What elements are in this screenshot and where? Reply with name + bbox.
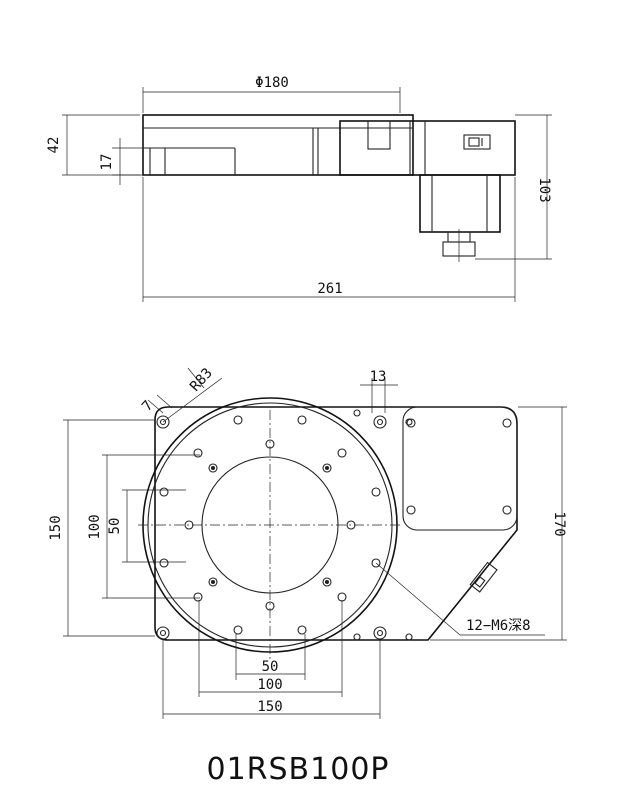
dim-height-42-label: 42 xyxy=(46,137,62,154)
dim-150-bottom-label: 150 xyxy=(257,699,282,715)
top-view-connector-icon xyxy=(469,561,498,593)
dim-100-left-label: 100 xyxy=(87,514,103,539)
dim-diameter-label: Φ180 xyxy=(255,75,289,91)
drawing-title: 01RSB100P xyxy=(207,752,390,787)
side-view: Φ180 42 17 103 261 xyxy=(46,75,552,302)
top-view: 7 R83 13 150 100 50 170 50 100 xyxy=(48,365,567,719)
dim-170-right-label: 170 xyxy=(551,511,567,536)
top-view-base-holes xyxy=(156,409,512,641)
side-view-connector-icon xyxy=(463,134,491,150)
dim-50-bottom-label: 50 xyxy=(262,659,279,675)
dim-100-bottom-label: 100 xyxy=(257,677,282,693)
dim-13-label: 13 xyxy=(370,369,387,385)
side-view-motor-housing xyxy=(339,120,516,176)
dim-height-17-label: 17 xyxy=(99,154,115,171)
dim-150-left-label: 150 xyxy=(48,515,64,540)
dim-r83-label: R83 xyxy=(187,365,216,395)
dim-height-103-label: 103 xyxy=(536,177,552,202)
dim-length-261-label: 261 xyxy=(317,281,342,297)
top-view-holes xyxy=(159,415,381,635)
dim-50-left-label: 50 xyxy=(107,518,123,535)
top-view-base-outline xyxy=(154,406,518,641)
side-view-body xyxy=(142,114,414,176)
callout-holes-label: 12−M6深8 xyxy=(466,618,531,634)
top-view-motor-plate xyxy=(402,406,518,531)
